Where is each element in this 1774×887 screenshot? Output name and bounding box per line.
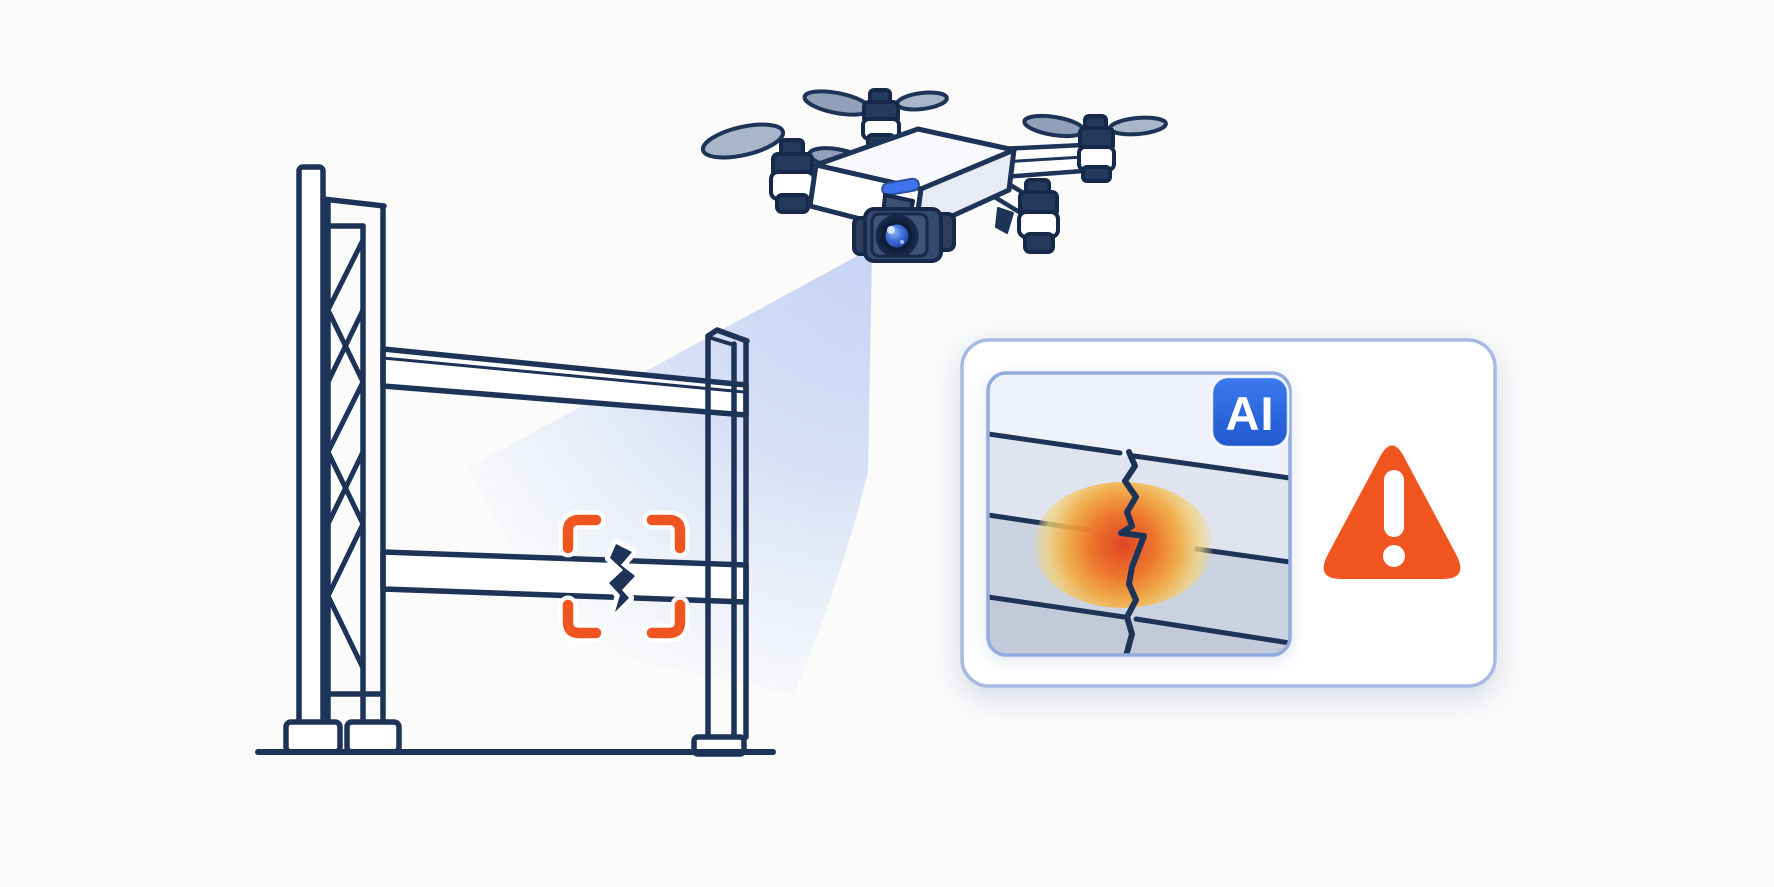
crack-marker [604,539,640,617]
crack-line [1118,449,1147,655]
warning-triangle-icon [1323,445,1461,579]
bracket-bottom-right [646,599,686,639]
rack-structure [255,164,776,757]
lattice-cross-brace [325,449,366,527]
bracket-bottom-left [562,599,602,639]
status-led [881,177,920,197]
exclamation-dot [1383,545,1405,567]
bracket-top-right [646,514,686,554]
detection-card: AI [960,338,1497,688]
ai-badge: AI [1210,375,1290,449]
ai-badge-label: AI [1226,387,1275,440]
rotor-pod-far-right [1077,114,1116,183]
defect-heatmap [1033,482,1213,608]
antenna-fin [995,207,1014,234]
camera-gimbal [852,193,956,263]
rotor-pod-left [769,138,816,214]
beam-band [988,600,1290,655]
drone [700,88,1168,263]
exclamation-bar [1384,470,1404,537]
right-post [705,327,750,740]
lattice-zigzag-brace [325,237,366,671]
lightning-crack-icon [609,544,635,612]
focus-frame [558,510,690,643]
base-feet [283,719,747,757]
rotor-pod-near-right [1017,178,1060,254]
upper-beam-topface-line [381,356,746,394]
left-post [296,164,326,726]
rotor-pods [769,88,1116,254]
lattice-tower [320,196,387,725]
bracket-top-left [562,514,602,554]
lattice-cross-brace [325,307,366,385]
